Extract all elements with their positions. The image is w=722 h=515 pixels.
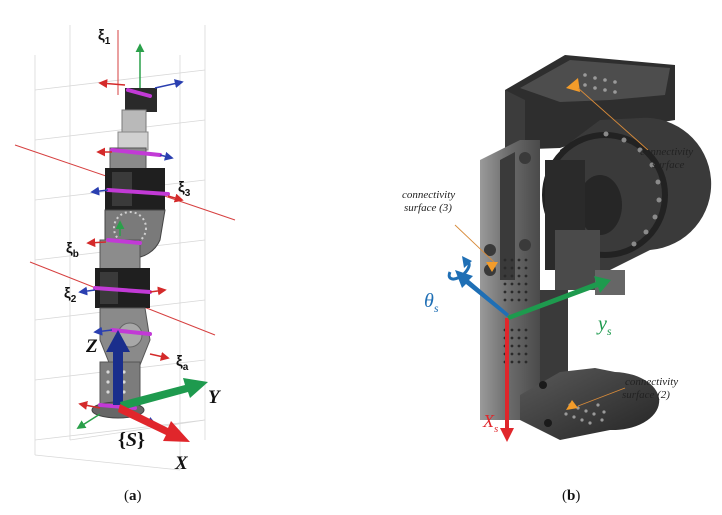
label-xi-3: ξ3 <box>178 179 191 199</box>
caption-panel-a: (a) <box>124 488 142 504</box>
panel-b-connectivity-surfaces: connectivity surface connectivity surfac… <box>402 55 712 442</box>
label-axis-x: X <box>174 453 189 474</box>
part-frame-axes <box>447 256 611 442</box>
panel-a-robot-joint-frames: ξ1 ξ3 ξb ξ2 ξa Z Y X {S} <box>14 25 236 474</box>
ys-axis-arrow <box>507 276 611 320</box>
y-axis-arrow <box>120 378 208 410</box>
leader-lines <box>454 87 649 407</box>
label-axis-y: Y <box>208 387 222 408</box>
label-xi-1: ξ1 <box>98 27 111 47</box>
label-theta-s: θs <box>424 290 439 315</box>
base-frame-s <box>106 330 208 442</box>
robot-model <box>91 88 170 419</box>
marker-surface-3 <box>486 262 498 272</box>
connectivity-markers <box>486 78 580 410</box>
cad-part <box>480 55 712 440</box>
label-connectivity-3: connectivity surface (3) <box>402 189 458 214</box>
label-connectivity-2: connectivity surface (2) <box>622 376 681 401</box>
theta-axis-arrow <box>455 270 509 317</box>
marker-surface-2 <box>566 400 578 410</box>
z-axis-arrow <box>106 330 130 405</box>
label-connectivity-top: connectivity surface <box>640 146 696 171</box>
label-y-s: ys <box>596 313 612 338</box>
label-x-s: Xs <box>482 411 498 435</box>
marker-top-surface <box>566 78 580 92</box>
xs-axis-arrow <box>500 318 514 442</box>
label-xi-2: ξ2 <box>64 285 77 305</box>
theta-rotation-arrow <box>447 260 471 281</box>
label-xi-a: ξa <box>176 353 189 373</box>
background-grid <box>34 25 206 471</box>
caption-panel-b: (b) <box>562 488 581 504</box>
x-axis-arrow <box>118 404 190 442</box>
label-axis-z: Z <box>85 336 98 357</box>
label-xi-b: ξb <box>66 240 79 260</box>
label-frame-s: {S} <box>118 429 145 451</box>
